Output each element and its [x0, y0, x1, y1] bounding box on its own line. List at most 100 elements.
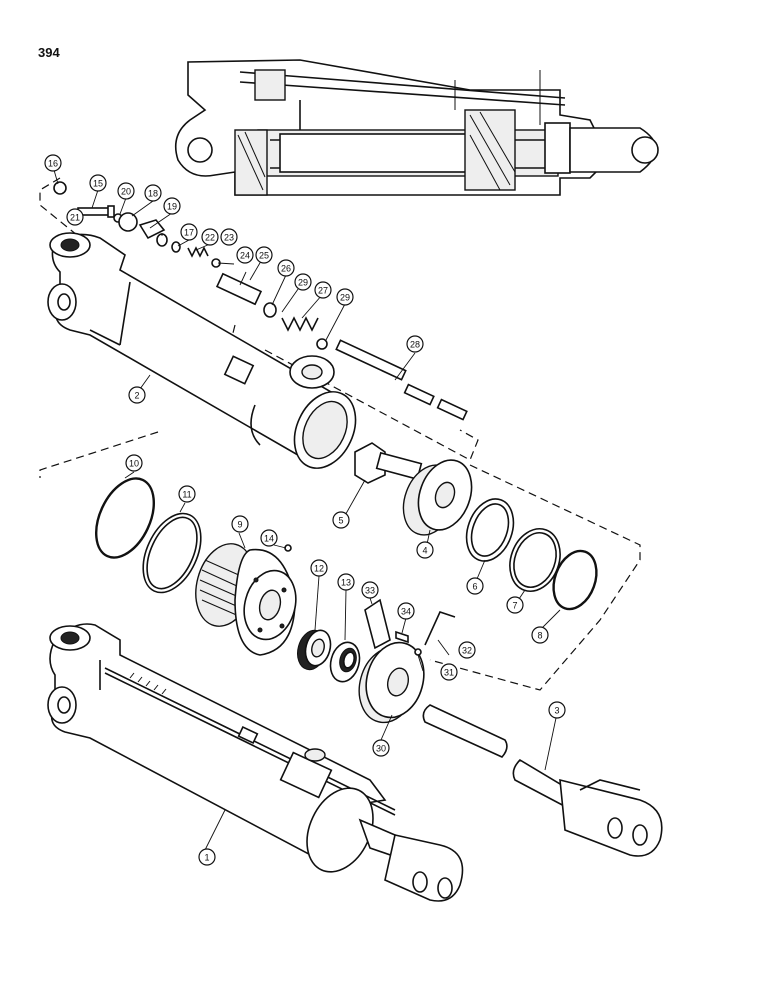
o-ring-10 — [95, 477, 155, 559]
callout-circle — [220, 228, 238, 246]
o-ring-8 — [552, 549, 598, 611]
callout-circle — [163, 197, 181, 215]
callout-label: 32 — [462, 646, 472, 656]
callout-circle — [44, 154, 62, 172]
callout-circle — [440, 663, 458, 681]
callout-31: 31 — [440, 663, 458, 681]
wear-ring — [465, 498, 515, 562]
callout-label: 9 — [237, 520, 242, 530]
callout-circle — [337, 573, 355, 591]
callout-30: 30 — [372, 739, 390, 757]
cutaway-cylinder-section — [174, 59, 659, 196]
callout-label: 5 — [338, 516, 343, 526]
callout-12: 12 — [310, 559, 328, 577]
callout-circle — [372, 739, 390, 757]
callout-circle — [231, 515, 249, 533]
callout-13: 13 — [337, 573, 355, 591]
callout-circle — [144, 184, 162, 202]
callout-29: 29 — [336, 288, 354, 306]
callout-22: 22 — [201, 228, 219, 246]
callout-circle — [128, 386, 146, 404]
callout-label: 1 — [204, 853, 209, 863]
callout-circle — [294, 273, 312, 291]
callout-33: 33 — [361, 581, 379, 599]
callout-circle — [466, 577, 484, 595]
callout-label: 33 — [365, 586, 375, 596]
callout-label: 14 — [264, 534, 274, 544]
callout-label: 20 — [121, 187, 131, 197]
callout-circle — [236, 246, 254, 264]
callout-label: 6 — [472, 582, 477, 592]
callout-circle — [201, 228, 219, 246]
callout-9: 9 — [231, 515, 249, 533]
callout-label: 27 — [318, 286, 328, 296]
callout-label: 19 — [167, 202, 177, 212]
callout-circle — [260, 529, 278, 547]
callout-circle — [66, 208, 84, 226]
callout-34: 34 — [397, 602, 415, 620]
lock-plate-33 — [364, 598, 391, 650]
callout-label: 28 — [410, 340, 420, 350]
callout-10: 10 — [125, 454, 143, 472]
page-number: 394 — [38, 45, 60, 60]
callout-circle — [361, 581, 379, 599]
callout-circle — [277, 259, 295, 277]
callout-6: 6 — [466, 577, 484, 595]
callout-1: 1 — [198, 848, 216, 866]
callout-label: 22 — [205, 233, 215, 243]
cylinder-head — [195, 543, 297, 656]
callout-circle — [506, 596, 524, 614]
callout-2: 2 — [128, 386, 146, 404]
callout-label: 12 — [314, 564, 324, 574]
callout-label: 3 — [554, 706, 559, 716]
callout-label: 16 — [48, 159, 58, 169]
callout-label: 23 — [224, 233, 234, 243]
callout-circle — [397, 602, 415, 620]
callout-circle — [310, 559, 328, 577]
callout-label: 31 — [444, 668, 454, 678]
callout-label: 34 — [401, 607, 411, 617]
callout-circle — [531, 626, 549, 644]
callout-label: 13 — [341, 578, 351, 588]
callout-circle — [180, 223, 198, 241]
pin-32 — [424, 611, 456, 646]
callout-5: 5 — [332, 511, 350, 529]
washer-31 — [414, 648, 422, 656]
piston-rod — [422, 704, 663, 857]
callout-circle — [198, 848, 216, 866]
callout-label: 2 — [134, 391, 139, 401]
wiper-seal-13 — [329, 641, 361, 683]
bolt — [354, 442, 423, 484]
callout-label: 29 — [340, 293, 350, 303]
piston — [402, 459, 473, 536]
callout-circle — [336, 288, 354, 306]
callout-label: 25 — [259, 251, 269, 261]
callout-17: 17 — [180, 223, 198, 241]
backup-ring-inner — [513, 532, 557, 588]
backup-ring-11 — [142, 512, 202, 594]
cylinder-barrel — [47, 232, 357, 469]
callout-label: 18 — [148, 189, 158, 199]
callout-label: 10 — [129, 459, 139, 469]
callout-label: 21 — [70, 213, 80, 223]
screw-34 — [395, 630, 409, 644]
callout-25: 25 — [255, 246, 273, 264]
callout-label: 7 — [512, 601, 517, 611]
callout-4: 4 — [416, 541, 434, 559]
callout-circle — [548, 701, 566, 719]
callout-24: 24 — [236, 246, 254, 264]
rod-seal-12 — [297, 629, 332, 671]
callout-16: 16 — [44, 154, 62, 172]
callout-21: 21 — [66, 208, 84, 226]
callout-7: 7 — [506, 596, 524, 614]
callout-label: 26 — [281, 264, 291, 274]
callout-label: 29 — [298, 278, 308, 288]
callout-19: 19 — [163, 197, 181, 215]
callout-3: 3 — [548, 701, 566, 719]
callout-circle — [314, 281, 332, 299]
callout-label: 15 — [93, 179, 103, 189]
callout-label: 17 — [184, 228, 194, 238]
callout-circle — [255, 246, 273, 264]
cylinder-assembly — [47, 623, 464, 902]
retainer-30 — [358, 641, 425, 724]
